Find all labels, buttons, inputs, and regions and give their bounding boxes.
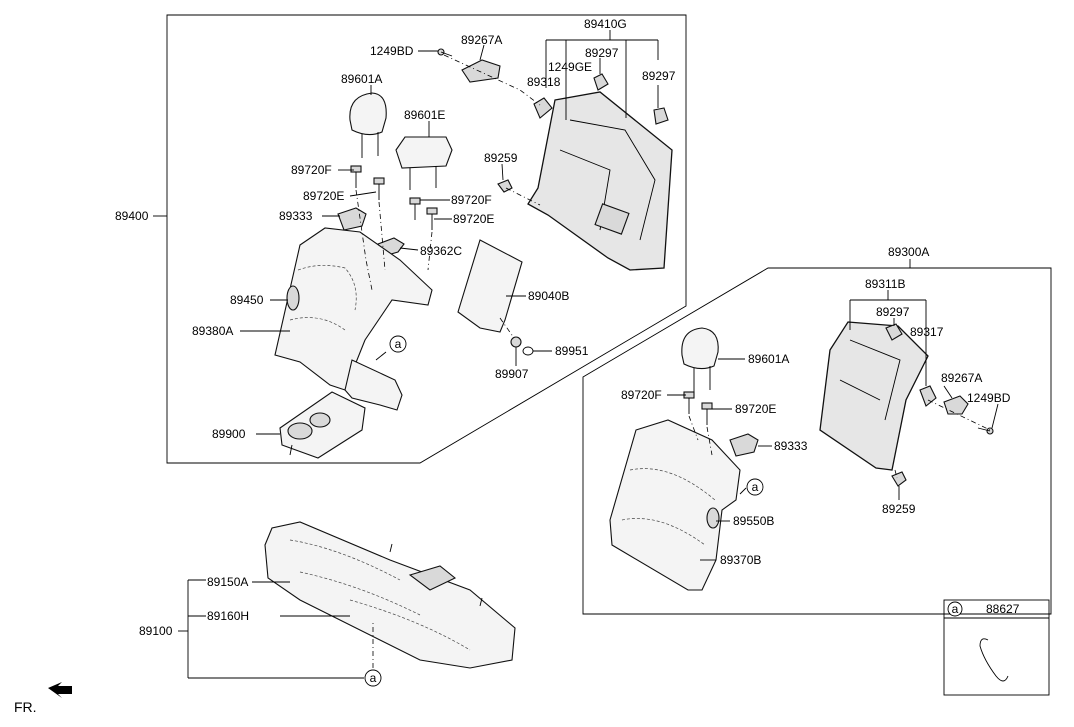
label-89410g: 89410G [584, 17, 627, 31]
label-89601e: 89601E [404, 108, 445, 122]
label-89400: 89400 [115, 209, 149, 223]
rear-backrest-89380a [274, 227, 433, 411]
bracket-89318 [533, 97, 553, 119]
cap-89297-a [593, 73, 609, 91]
seat-cushion-89100 [264, 521, 516, 669]
label-89550b: 89550B [733, 514, 774, 528]
cap-89297-c [885, 323, 903, 341]
bracket-89317 [919, 385, 937, 407]
group-boundary-89400 [166, 14, 687, 464]
label-89311b: 89311B [865, 277, 905, 291]
headrest-guide-89720f-a [350, 165, 362, 188]
label-89333-top: 89333 [279, 209, 313, 223]
callout-a-legend: a [952, 602, 959, 616]
label-front: FR. [14, 699, 37, 715]
headrest-guide-89720e-c [701, 402, 713, 425]
label-89720f-c: 89720F [621, 388, 662, 402]
latch-89267a-right [943, 395, 969, 415]
callout-a-bottom: a [370, 671, 377, 685]
label-89450: 89450 [230, 293, 264, 307]
label-89297-a: 89297 [585, 46, 619, 60]
label-89297-b: 89297 [642, 69, 676, 83]
legend-box-88627 [943, 599, 1050, 696]
armrest-89900 [279, 391, 366, 459]
headrest-89601a-upper [349, 92, 387, 158]
front-arrow-icon [48, 682, 72, 698]
callout-circle-a-bottom [364, 669, 382, 687]
label-89370b: 89370B [720, 553, 761, 567]
label-88627: 88627 [986, 602, 1020, 616]
label-1249bd-top: 1249BD [370, 44, 414, 58]
label-89150a: 89150A [207, 575, 248, 589]
label-89267a-right: 89267A [941, 371, 982, 385]
group-boundary-89300A [582, 267, 1052, 615]
seatback-frame-89311b [819, 321, 929, 471]
label-89259-right: 89259 [882, 502, 916, 516]
label-89318: 89318 [527, 75, 561, 89]
label-89720f-b: 89720F [451, 193, 492, 207]
label-89362c: 89362C [420, 244, 462, 258]
label-89601a-right: 89601A [748, 352, 789, 366]
label-1249bd-right: 1249BD [967, 391, 1011, 405]
label-89951: 89951 [555, 344, 589, 358]
label-89040b: 89040B [528, 289, 569, 303]
leader-lines [153, 30, 999, 679]
label-89297-c: 89297 [876, 305, 910, 319]
label-89300a: 89300A [888, 245, 929, 259]
bolt-1249bd-right [977, 427, 994, 435]
rear-backrest-89370b [609, 419, 741, 591]
switch-89333-right [729, 433, 759, 457]
label-89333-right: 89333 [774, 439, 808, 453]
label-89720f-a: 89720F [291, 163, 332, 177]
headrest-guide-89720e-b [426, 207, 438, 230]
label-89267a-top: 89267A [461, 33, 502, 47]
label-89900: 89900 [212, 427, 246, 441]
latch-89267a-upper [461, 59, 501, 83]
clip-89259-right [891, 471, 907, 487]
hook-spring-88627 [979, 638, 1009, 682]
bracket-89040b [457, 239, 523, 333]
ring-89951 [522, 346, 534, 356]
callout-circle-a-upper [389, 335, 407, 353]
headrest-guide-89720e-a [373, 177, 385, 200]
switch-89333-upper [337, 207, 367, 231]
clip-89907 [510, 336, 522, 352]
label-89720e-b: 89720E [453, 212, 494, 226]
label-89259-top: 89259 [484, 151, 518, 165]
callout-a-right: a [752, 480, 759, 494]
label-89907: 89907 [495, 367, 529, 381]
cap-89297-b [653, 107, 669, 125]
label-89160h: 89160H [207, 609, 249, 623]
callout-circle-a-legend [947, 601, 963, 617]
headrest-89601e [395, 136, 453, 190]
callout-circle-a-right [746, 478, 764, 496]
callout-a-upper: a [395, 337, 402, 351]
seatback-frame-89410g [527, 91, 673, 271]
label-1249ge: 1249GE [548, 60, 592, 74]
label-89720e-a: 89720E [303, 189, 344, 203]
label-89601a-top: 89601A [341, 72, 382, 86]
headrest-89601a-right [681, 327, 719, 392]
bolt-1249bd-upper [437, 48, 453, 57]
label-89720e-c: 89720E [735, 402, 776, 416]
label-89100: 89100 [139, 624, 173, 638]
label-89380a: 89380A [192, 324, 233, 338]
headrest-guide-89720f-b [409, 197, 421, 220]
label-89317: 89317 [910, 325, 944, 339]
